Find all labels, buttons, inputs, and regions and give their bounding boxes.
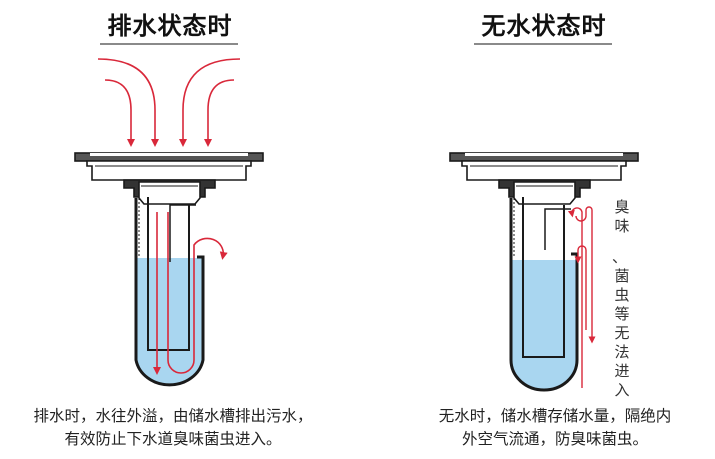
side-note-char: 法 bbox=[614, 343, 630, 361]
blocked-odor-arrows bbox=[567, 206, 596, 388]
side-note-char: 虫 bbox=[614, 286, 630, 304]
side-note-vertical: 臭 味 、 菌 虫 等 无 法 进 入 bbox=[612, 198, 632, 400]
water-trap-cup bbox=[134, 198, 205, 387]
side-note-char: 臭 bbox=[614, 198, 630, 216]
side-note-char: 等 bbox=[614, 305, 630, 323]
right-caption-line1: 无水时，储水槽存储水量，隔绝内 bbox=[438, 407, 672, 425]
water bbox=[136, 258, 203, 385]
water bbox=[511, 260, 577, 390]
side-note-char: 入 bbox=[614, 381, 630, 399]
side-note-char: 进 bbox=[614, 362, 630, 380]
odor-arrow bbox=[574, 245, 587, 330]
u-turn-arrow bbox=[167, 212, 228, 374]
right-title-underline bbox=[474, 43, 612, 45]
inflow-arrows bbox=[97, 58, 241, 147]
odor-arrow bbox=[567, 207, 583, 388]
drain-flow-arrows bbox=[153, 212, 228, 375]
inner-sleeve bbox=[522, 197, 565, 358]
drain-flange bbox=[449, 152, 639, 205]
right-drain bbox=[449, 152, 639, 392]
side-note-char: 味 bbox=[614, 217, 630, 235]
inflow-arrow bbox=[179, 58, 241, 147]
side-note-char: 菌 bbox=[614, 267, 630, 285]
drain-flange bbox=[74, 152, 264, 205]
inflow-arrow bbox=[104, 79, 135, 147]
odor-arrow bbox=[575, 206, 596, 344]
inner-baffle bbox=[169, 204, 196, 262]
left-caption-line2: 有效防止下水道臭味菌虫进入。 bbox=[64, 430, 282, 448]
left-title-underline bbox=[100, 43, 238, 45]
left-panel-title: 排水状态时 bbox=[107, 12, 233, 40]
side-note-char: 、 bbox=[612, 248, 628, 266]
water-trap-cup bbox=[509, 198, 579, 392]
inflow-arrow bbox=[204, 79, 235, 147]
left-drain bbox=[74, 58, 264, 387]
inflow-arrow bbox=[97, 58, 159, 147]
inner-baffle bbox=[544, 208, 571, 250]
right-caption-line2: 外空气流通，防臭味菌虫。 bbox=[461, 430, 648, 448]
right-panel-title: 无水状态时 bbox=[481, 12, 607, 40]
side-note-char: 无 bbox=[614, 324, 630, 342]
left-caption-line1: 排水时，水往外溢，由储水槽排出污水， bbox=[33, 407, 313, 425]
